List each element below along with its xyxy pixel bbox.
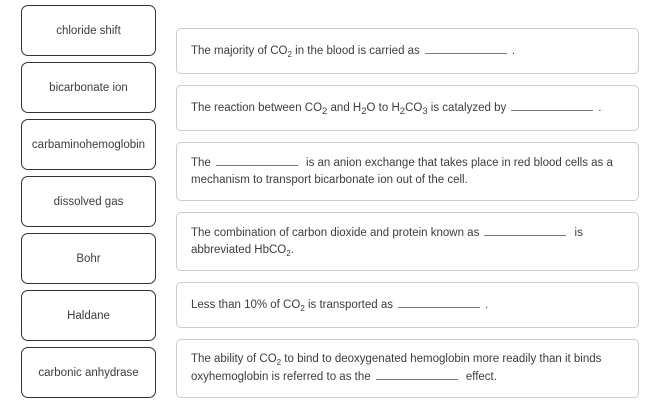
term-tile[interactable]: Haldane [21, 290, 156, 341]
term-bank: chloride shift bicarbonate ion carbaminohe… [21, 5, 156, 404]
prompt-text-segment: O to H [366, 102, 400, 114]
prompt-text-segment: in the blood is carried as [291, 45, 420, 57]
chemical-subscript: 2 [287, 49, 292, 59]
term-tile-label: carbonic anhydrase [38, 366, 139, 379]
prompt-text: The majority of CO2 in the blood is carr… [191, 42, 515, 60]
prompt-text-segment: is catalyzed by [427, 102, 507, 114]
term-tile[interactable]: Bohr [21, 233, 156, 284]
term-tile[interactable]: bicarbonate ion [21, 62, 156, 113]
prompt-text-segment: . [290, 244, 294, 256]
answer-blank[interactable] [215, 154, 298, 166]
prompt-text-segment: effect. [462, 371, 497, 383]
term-tile[interactable]: carbaminohemoglobin [21, 119, 156, 170]
chemical-subscript: 2 [276, 357, 282, 367]
prompt-text-segment: The combination of carbon dioxide and pr… [191, 227, 480, 239]
prompt-card[interactable]: The majority of CO2 in the blood is carr… [176, 28, 639, 74]
chemical-subscript: 2 [399, 106, 406, 117]
prompt-text-segment: is an anion exchange that takes place in… [191, 157, 613, 186]
prompt-text-segment: The majority of CO [191, 45, 288, 57]
term-tile-label: Bohr [76, 252, 101, 265]
prompt-card[interactable]: The combination of carbon dioxide and pr… [176, 212, 639, 271]
chemical-subscript: 2 [322, 106, 328, 117]
prompt-card[interactable]: The ability of CO2 to bind to deoxygenat… [176, 339, 639, 398]
prompt-card[interactable]: Less than 10% of CO2 is transported as. [176, 282, 639, 328]
prompt-text-segment: . [511, 45, 516, 57]
term-tile[interactable]: carbonic anhydrase [21, 347, 156, 398]
answer-blank[interactable] [375, 368, 458, 380]
answer-blank[interactable] [511, 99, 594, 111]
prompt-text: The combination of carbon dioxide and pr… [191, 224, 624, 259]
prompt-text-segment: . [598, 102, 602, 114]
prompt-text-segment: and H [327, 102, 362, 114]
prompt-text-segment: Less than 10% of CO [191, 299, 301, 311]
answer-blank[interactable] [424, 42, 507, 54]
prompt-list: The majority of CO2 in the blood is carr… [176, 28, 639, 409]
prompt-text-segment: The reaction between CO [191, 102, 323, 114]
term-tile-label: bicarbonate ion [49, 81, 128, 94]
term-tile-label: dissolved gas [53, 195, 124, 208]
term-tile-label: Haldane [67, 309, 110, 322]
prompt-text-segment: to bind to deoxygenated hemoglobin more … [191, 353, 602, 383]
term-tile[interactable]: chloride shift [21, 5, 156, 56]
prompt-text-segment: is transported as [304, 299, 393, 311]
prompt-text-segment: The [191, 157, 211, 169]
prompt-text-segment: . [484, 299, 489, 311]
term-tile-label: carbaminohemoglobin [31, 138, 146, 151]
prompt-card[interactable]: The reaction between CO2 and H2O to H2CO… [176, 85, 639, 131]
prompt-text-segment: The ability of CO [191, 353, 277, 365]
term-tile[interactable]: dissolved gas [21, 176, 156, 227]
chemical-subscript: 2 [286, 248, 291, 258]
answer-blank[interactable] [484, 224, 567, 236]
prompt-text: The ability of CO2 to bind to deoxygenat… [191, 351, 624, 386]
prompt-text: The is an anion exchange that takes plac… [191, 154, 624, 189]
chemical-subscript: 2 [361, 106, 367, 117]
prompt-card[interactable]: The is an anion exchange that takes plac… [176, 142, 639, 201]
term-tile-label: chloride shift [56, 24, 121, 37]
prompt-text-segment: CO [405, 102, 423, 114]
prompt-text-segment: is abbreviated HbCO [191, 227, 583, 256]
chemical-subscript: 2 [300, 303, 305, 313]
answer-blank[interactable] [397, 296, 480, 308]
prompt-text: The reaction between CO2 and H2O to H2CO… [191, 99, 601, 117]
prompt-text: Less than 10% of CO2 is transported as. [191, 296, 488, 314]
chemical-subscript: 3 [422, 106, 428, 117]
